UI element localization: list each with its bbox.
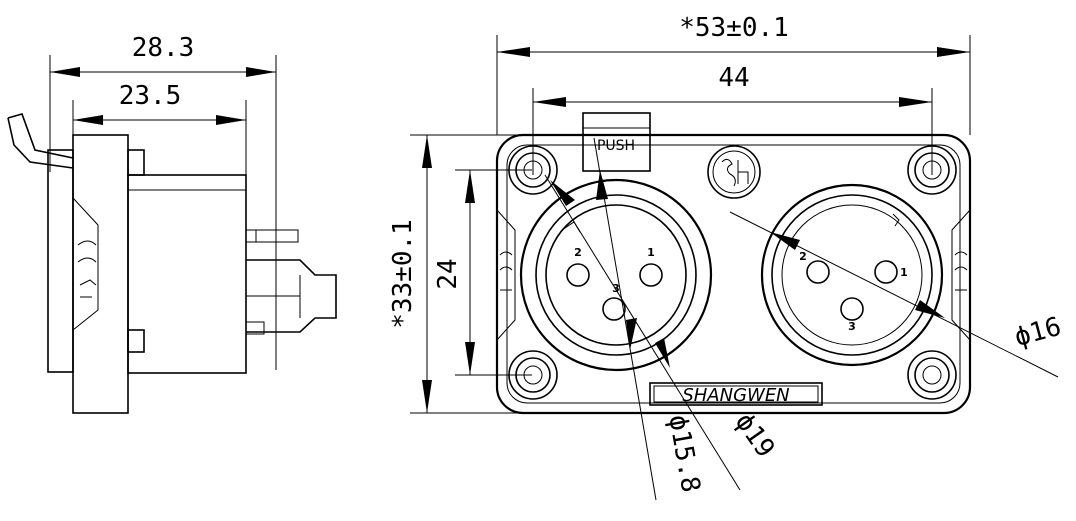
arrow-44-left <box>533 97 566 107</box>
leader-phi-19 <box>544 174 741 491</box>
brand-label: SHANGWEN <box>682 385 789 406</box>
male-pin-label-1: 1 <box>900 266 908 279</box>
rear-pin-bottom <box>245 321 265 335</box>
arrow-phi-16-a <box>770 232 800 250</box>
female-pin-label-3: 3 <box>612 282 620 295</box>
arrow-33-top <box>422 135 432 168</box>
dim-text-24: 24 <box>433 258 463 289</box>
push-label: PUSH <box>597 138 635 154</box>
side-view: 28.3 23.5 <box>7 33 337 414</box>
male-key <box>892 213 900 227</box>
male-pin-label-2: 2 <box>799 250 807 263</box>
female-pin-1 <box>639 263 663 287</box>
arrow-phi-19-a <box>550 180 575 206</box>
arrow-phi-19-b <box>655 338 670 368</box>
arrow-phi-16-b <box>915 300 945 318</box>
front-plate-inner <box>506 144 961 404</box>
male-xlr-plug: 2 1 3 <box>760 183 944 367</box>
dim-text-28-3: 28.3 <box>132 33 195 63</box>
front-view: *53±0.1 44 *33±0.1 24 <box>388 13 1064 501</box>
rear-terminal-block <box>246 259 337 333</box>
female-pin-3 <box>602 297 626 321</box>
boss-bottom <box>127 329 145 353</box>
arrow-23-5-left <box>73 115 103 125</box>
male-pin-label-3: 3 <box>848 320 856 333</box>
dim-text-phi-15-8: ϕ15.8 <box>662 412 705 494</box>
latch-lever <box>7 113 74 159</box>
brand-plate-inner <box>653 385 819 403</box>
arrow-28-3-right <box>246 67 276 77</box>
arrow-24-top <box>465 170 475 203</box>
arrow-phi-15-8-a <box>596 170 608 200</box>
connector-body <box>127 174 247 374</box>
arrow-33-bottom <box>422 380 432 413</box>
dim-text-33: *33±0.1 <box>388 219 418 329</box>
male-pin-2 <box>806 260 830 284</box>
arrow-53-right <box>937 47 970 57</box>
plate-right-latch <box>951 209 971 341</box>
dim-text-phi-16: ϕ16 <box>1011 312 1064 353</box>
dim-text-53: *53±0.1 <box>679 13 789 43</box>
brand-plate <box>649 382 823 406</box>
mounting-hole-bl <box>508 350 558 400</box>
plate-left-latch <box>496 209 516 341</box>
female-pin-label-2: 2 <box>574 246 582 259</box>
arrow-23-5-right <box>216 115 246 125</box>
brand-logo-icon <box>707 145 761 199</box>
arrow-44-right <box>899 97 932 107</box>
flange-front <box>72 134 129 414</box>
dim-text-44: 44 <box>718 63 749 93</box>
dim-text-23-5: 23.5 <box>119 81 182 111</box>
arrow-24-bottom <box>465 342 475 375</box>
male-pin-1 <box>874 260 898 284</box>
rear-pin-top <box>245 229 299 243</box>
plate-right-marks <box>954 251 968 291</box>
arrow-28-3-left <box>50 67 80 77</box>
latch-lever-lower <box>7 117 74 169</box>
female-xlr-socket: 2 1 3 <box>519 178 713 372</box>
front-plate <box>495 133 972 415</box>
boss-top <box>127 149 145 176</box>
arrow-53-left <box>497 47 530 57</box>
mounting-hole-tr <box>907 145 957 195</box>
female-pin-2 <box>566 263 590 287</box>
dim-text-phi-19: ϕ19 <box>729 408 781 464</box>
mounting-hole-tl <box>508 145 558 195</box>
flange-chamfer <box>72 197 99 331</box>
flange-latch-marks <box>77 240 97 298</box>
arrow-phi-15-8-b <box>626 318 637 350</box>
mounting-hole-br <box>907 350 957 400</box>
plate-left-marks <box>499 251 513 291</box>
flange-back <box>47 149 74 373</box>
push-tab <box>582 112 651 172</box>
male-pin-3 <box>840 297 864 321</box>
female-pin-label-1: 1 <box>647 246 655 259</box>
